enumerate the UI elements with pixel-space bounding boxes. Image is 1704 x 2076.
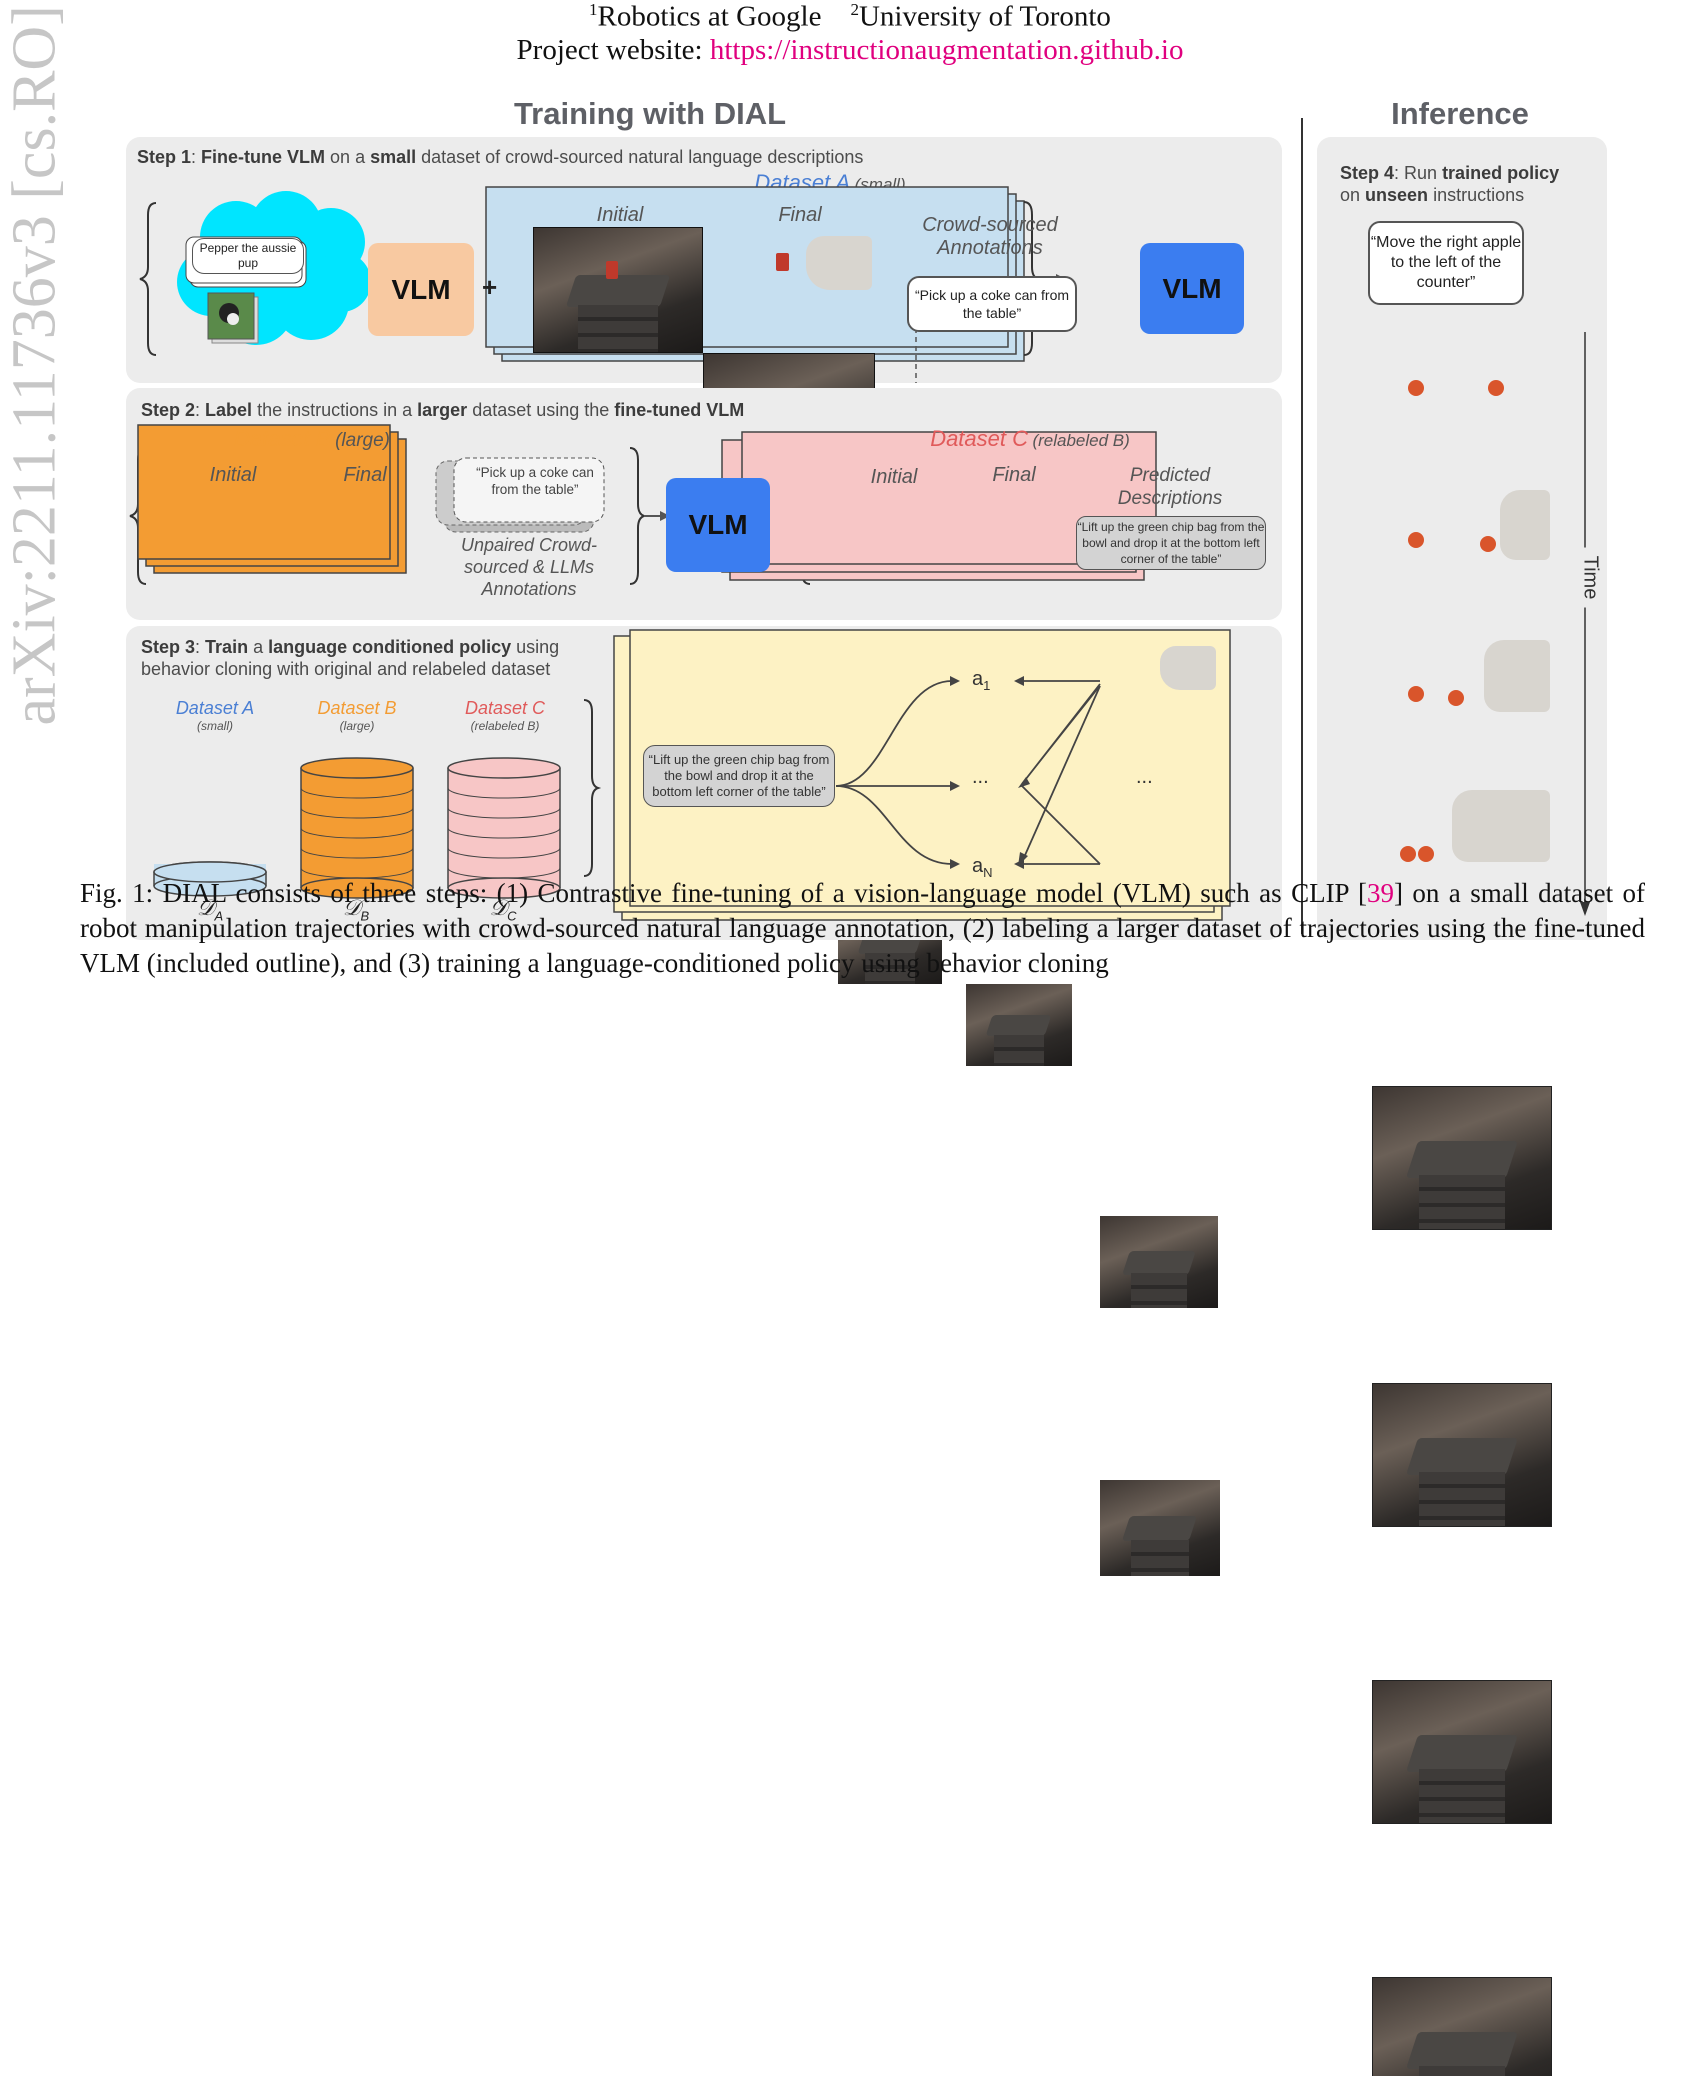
- apple-right-2: [1480, 536, 1496, 552]
- apple-right-1: [1488, 380, 1504, 396]
- affil-2-mark: 2: [850, 0, 859, 19]
- cylinder-a-label: 𝒟A: [196, 895, 224, 924]
- training-title: Training with DIAL: [513, 96, 787, 131]
- time-arrow-head: [1580, 902, 1590, 916]
- inference-frame-2: [1372, 1383, 1552, 1527]
- robot-arm-inference-3: [1484, 640, 1550, 712]
- coke-can-final: [776, 253, 789, 271]
- ds-a-header: Dataset A (small): [175, 698, 255, 733]
- affil-1-mark: 1: [589, 0, 598, 19]
- step2-c-final-label: Final: [992, 464, 1036, 486]
- robot-arm-step3: [1160, 646, 1216, 690]
- dataset-b-label: Dataset B (large): [234, 426, 390, 451]
- step1-initial-photo: [533, 227, 703, 353]
- website-link[interactable]: https://instructionaugmentation.github.i…: [709, 34, 1184, 66]
- coke-can-initial: [606, 261, 618, 279]
- step2-c-initial-label: Initial: [870, 466, 918, 488]
- citation-link[interactable]: 39: [1366, 878, 1394, 908]
- inference-frame-4: [1372, 1977, 1552, 2076]
- inference-frame-1: [1372, 1086, 1552, 1230]
- step3-title: Step 3: Train a language conditioned pol…: [141, 637, 560, 679]
- cylinder-b: [300, 757, 414, 899]
- step2-initial-label: Initial: [209, 464, 257, 486]
- crowd-annotations-label: Crowd-sourced Annotations: [922, 214, 1058, 259]
- section-divider: [1301, 118, 1303, 934]
- arxiv-identifier: arXiv:2211.11736v3 [cs.RO] 1 Jul 2023: [0, 0, 69, 726]
- unpaired-card: [453, 457, 605, 523]
- action-aN: aN: [972, 855, 993, 880]
- website-label: Project website:: [516, 34, 703, 66]
- step2-c-final-photo: [966, 984, 1072, 1066]
- step3-graphics: [153, 629, 1231, 921]
- plus-sign: +: [482, 272, 498, 302]
- apple-left-1: [1408, 380, 1424, 396]
- cylinder-c-label: 𝒟C: [489, 895, 517, 924]
- step1-final-label: Final: [778, 204, 822, 226]
- step3-brace: [583, 699, 602, 877]
- step2-title: Step 2: Label the instructions in a larg…: [141, 400, 745, 420]
- robot-arm-step1: [806, 236, 872, 290]
- ds-b-header: Dataset B (large): [317, 698, 397, 733]
- step2-mid-brace: [629, 447, 648, 585]
- policy-instruction: “Lift up the green chip bag from the bow…: [643, 745, 835, 807]
- vlm-box-input: VLM: [368, 243, 474, 336]
- dataset-c-label: Dataset C (relabeled B): [930, 426, 1130, 451]
- unpaired-quote: “Pick up a coke can from the table”: [476, 465, 594, 497]
- affil-2: University of Toronto: [858, 0, 1111, 33]
- cylinder-a: [153, 861, 267, 897]
- affil-1: Robotics at Google: [597, 0, 822, 33]
- unpaired-label: Unpaired Crowd-sourced & LLMs Annotation…: [460, 535, 598, 599]
- step2-final-label: Final: [343, 464, 387, 486]
- cylinder-c: [447, 757, 561, 899]
- cylinder-b-label: 𝒟B: [342, 895, 370, 924]
- step1-title: Step 1: Fine-tune VLM on a small dataset…: [137, 147, 864, 167]
- predicted-label: Predicted Descriptions: [1117, 465, 1223, 509]
- predicted-quote: “Lift up the green chip bag from the bow…: [1076, 516, 1266, 570]
- step1-left-brace: [139, 202, 157, 356]
- step3-frame-bottom: [1100, 1480, 1220, 1576]
- inference-instruction: “Move the right apple to the left of the…: [1368, 221, 1524, 305]
- step2-graphics: [129, 424, 1157, 585]
- dataset-b-card: [137, 424, 391, 560]
- cloud-caption: Pepper the aussie pup: [192, 238, 304, 274]
- apple-left-2: [1408, 532, 1424, 548]
- frames-dots: ...: [1136, 766, 1153, 788]
- inference-frame-3: [1372, 1680, 1552, 1824]
- time-axis: [1580, 332, 1590, 916]
- apple-left-3: [1408, 686, 1424, 702]
- step1-initial-label: Initial: [596, 204, 644, 226]
- apple-right-4: [1418, 846, 1434, 862]
- step3-frame-top: [1100, 1216, 1218, 1308]
- project-website: Project website: https://instructionaugm…: [300, 34, 1400, 67]
- annotation-bubble: “Pick up a coke can from the table”: [907, 276, 1077, 332]
- action-a1: a1: [972, 668, 991, 693]
- inference-title: Inference: [1391, 96, 1529, 131]
- robot-arm-inference-4: [1452, 790, 1550, 862]
- robot-arm-inference-2: [1500, 490, 1550, 560]
- action-dots: ...: [972, 766, 989, 788]
- vlm-box-step2: VLM: [666, 478, 770, 572]
- vlm-box-output: VLM: [1140, 243, 1244, 334]
- affiliations: 1Robotics at Google 2University of Toron…: [300, 0, 1400, 34]
- figure-caption: Fig. 1: DIAL consists of three steps: (1…: [80, 878, 1645, 978]
- apple-right-3: [1448, 690, 1464, 706]
- apple-left-4: [1400, 846, 1416, 862]
- time-label: Time: [1578, 547, 1602, 608]
- ds-c-header: Dataset C (relabeled B): [464, 698, 546, 733]
